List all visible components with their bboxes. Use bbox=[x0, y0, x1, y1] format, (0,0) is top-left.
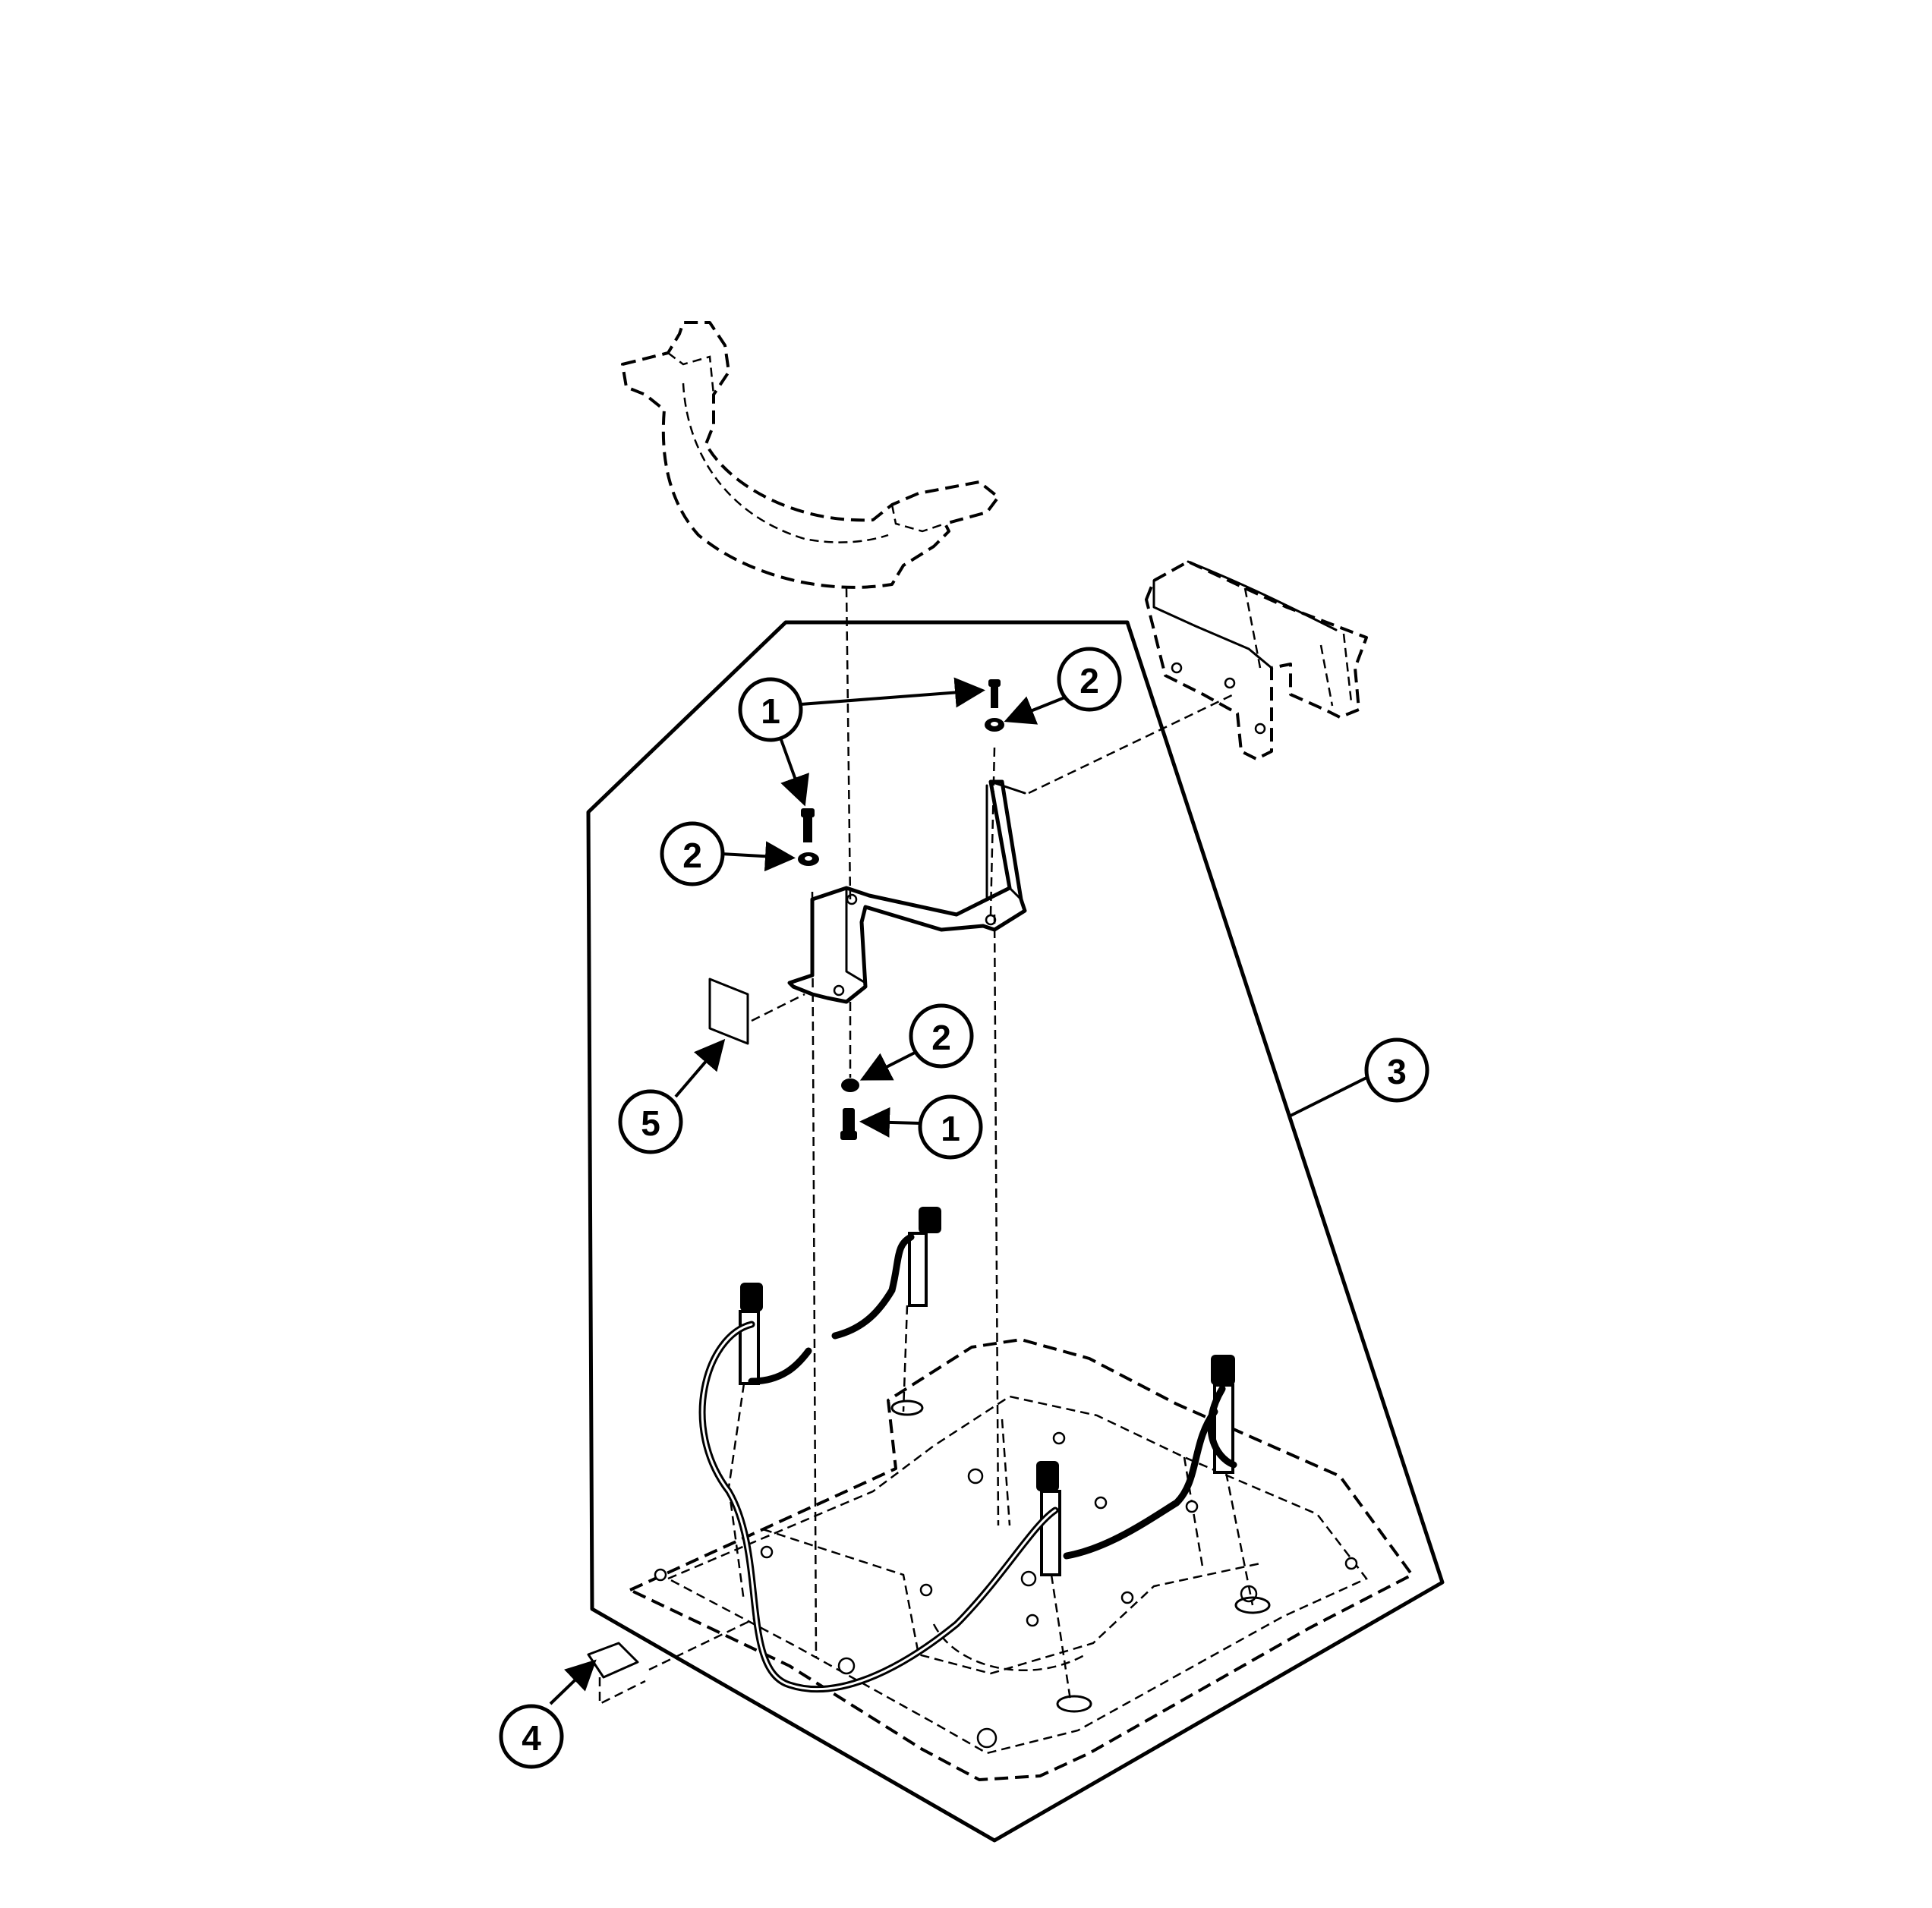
leader-lines bbox=[549, 677, 1367, 1705]
callout-2-top-right: 2 bbox=[1057, 647, 1122, 712]
callout-1-bottom: 1 bbox=[918, 1094, 983, 1160]
callout-4: 4 bbox=[499, 1704, 564, 1769]
label-tag-4 bbox=[587, 1642, 646, 1706]
base-frame bbox=[629, 1338, 1414, 1781]
leveling-leg-front-left bbox=[727, 1283, 763, 1488]
callout-label: 1 bbox=[761, 691, 780, 731]
washer-left bbox=[798, 852, 819, 866]
screw-left bbox=[801, 808, 815, 842]
callout-1-top: 1 bbox=[738, 677, 803, 742]
callout-label: 3 bbox=[1387, 1052, 1407, 1091]
callout-label: 5 bbox=[641, 1104, 660, 1143]
callout-label: 2 bbox=[931, 1018, 951, 1057]
callout-2-bottom: 2 bbox=[909, 1003, 974, 1069]
washer-top-right bbox=[985, 718, 1004, 732]
callout-label: 2 bbox=[1079, 661, 1099, 701]
callout-5: 5 bbox=[618, 1089, 683, 1154]
alignment-lines bbox=[648, 587, 1234, 1671]
callout-label: 1 bbox=[941, 1109, 960, 1148]
leg-cable bbox=[698, 1233, 1237, 1693]
screw-top-right bbox=[988, 679, 1001, 708]
right-mount-bracket bbox=[1145, 560, 1368, 760]
callout-label: 4 bbox=[522, 1718, 541, 1758]
leveling-leg-front bbox=[1036, 1461, 1092, 1713]
callout-label: 2 bbox=[682, 836, 702, 875]
label-card-5 bbox=[708, 978, 749, 1045]
leveling-leg-back-left bbox=[890, 1207, 941, 1416]
callout-2-left: 2 bbox=[660, 821, 725, 886]
callout-3: 3 bbox=[1364, 1037, 1429, 1103]
washer-bottom bbox=[841, 1078, 859, 1092]
cover-sheet-outline bbox=[586, 620, 1445, 1843]
upper-arch-bracket bbox=[621, 321, 1000, 589]
center-support-bracket bbox=[787, 779, 1027, 1004]
screw-bottom bbox=[840, 1108, 857, 1140]
